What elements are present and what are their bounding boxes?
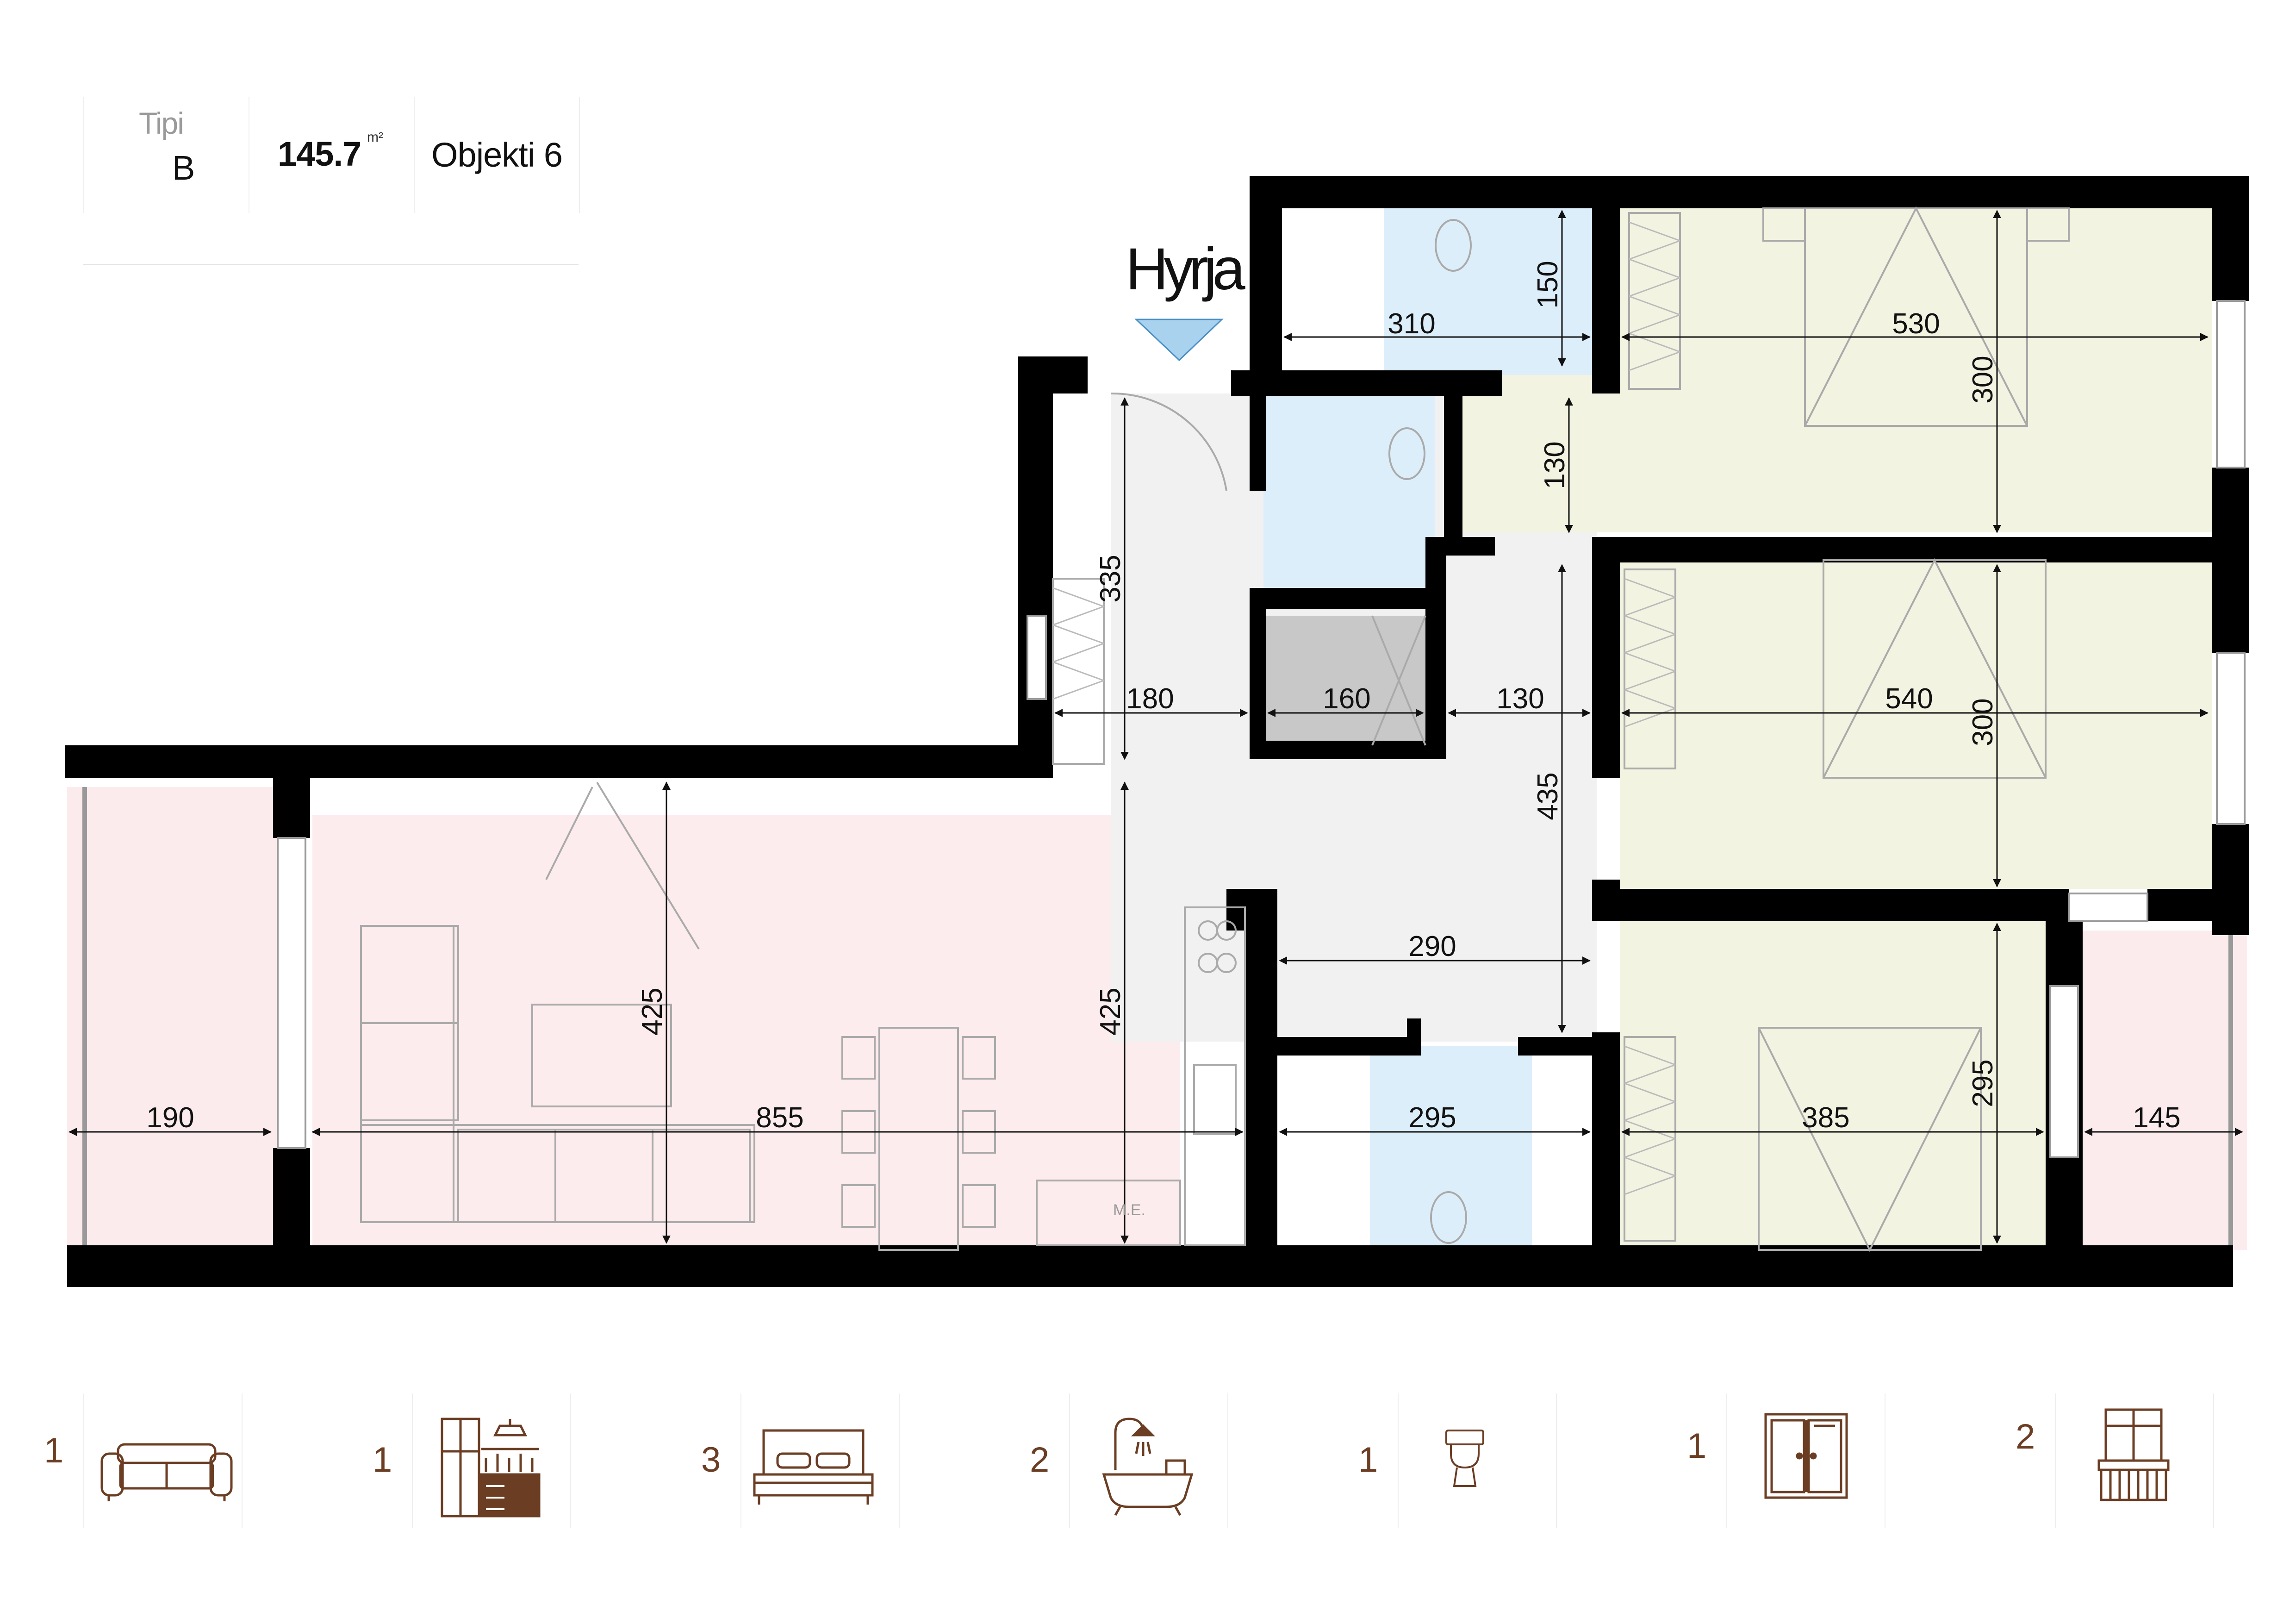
bathtub-icon [1102, 1418, 1194, 1516]
legend-cell-4 [1069, 1393, 1228, 1528]
balcony-right [2080, 931, 2247, 1250]
balcony-icon [2097, 1408, 2170, 1501]
legend-count-toilet: 1 [1358, 1440, 1378, 1480]
dim-150: 150 [1532, 261, 1564, 308]
legend-cell-7 [2055, 1393, 2214, 1528]
bathroom-1-area [1384, 208, 1606, 375]
dim-855: 855 [756, 1102, 803, 1134]
dim-540: 540 [1885, 683, 1933, 715]
type-label: Tipi [139, 106, 184, 140]
bathroom-2-area [1263, 389, 1435, 593]
object-label: Objekti 6 [431, 136, 563, 174]
dim-310: 310 [1388, 308, 1435, 340]
entrance-label: Hyrja [1126, 236, 1245, 302]
dim-435: 435 [1532, 772, 1564, 820]
bathroom-3-area [1370, 1046, 1532, 1250]
dimension-lines [68, 210, 2243, 1244]
windows [277, 300, 2246, 1158]
dim-145: 145 [2133, 1102, 2180, 1134]
toilet-icon [1445, 1430, 1484, 1487]
dim-130-a: 130 [1539, 441, 1571, 489]
wardrobe-hatch [1052, 221, 1680, 1195]
living-room-area [312, 815, 1180, 1250]
legend-cell-5 [1398, 1393, 1557, 1528]
area-value: 145.7 [278, 135, 361, 173]
legend-count-kitchen: 1 [373, 1440, 392, 1480]
dim-300-b: 300 [1967, 698, 1999, 746]
dim-425-a: 425 [636, 987, 668, 1035]
legend-cell-6 [1726, 1393, 1885, 1528]
dim-160: 160 [1323, 683, 1370, 715]
legend-count-sofa: 1 [44, 1431, 64, 1470]
legend-count-wardrobe: 1 [1687, 1426, 1707, 1466]
legend-cell-2 [412, 1393, 571, 1528]
dim-335: 335 [1095, 555, 1126, 602]
kitchen-icon [441, 1418, 541, 1518]
legend-cell-3 [740, 1393, 900, 1528]
dim-425-b: 425 [1095, 987, 1126, 1035]
dim-130-b: 130 [1496, 683, 1544, 715]
header-divider [83, 264, 579, 265]
meter-label: M.E. [1113, 1201, 1145, 1219]
dim-530: 530 [1892, 308, 1940, 340]
laundry-area [1273, 208, 1384, 375]
header-cell-object [414, 97, 580, 213]
furniture [360, 206, 2070, 1252]
entrance-arrow [1134, 319, 1224, 362]
legend-count-balcony: 2 [2016, 1417, 2035, 1456]
area-unit: m² [367, 130, 383, 145]
wardrobe-icon [1764, 1413, 1848, 1499]
type-value: B [172, 149, 195, 187]
bed-icon [753, 1429, 874, 1505]
legend-count-bed: 3 [701, 1440, 721, 1480]
legend-cell-1 [83, 1393, 243, 1528]
balcony-left [67, 787, 278, 1250]
bedroom-2-area [1620, 556, 2212, 889]
dim-300-a: 300 [1967, 356, 1999, 403]
dim-295-b: 295 [1967, 1059, 1999, 1107]
legend-count-bathtub: 2 [1030, 1440, 1050, 1480]
dim-290: 290 [1408, 931, 1456, 962]
bedroom-3-area [1620, 917, 2046, 1250]
dim-295-a: 295 [1408, 1102, 1456, 1134]
dim-190: 190 [146, 1102, 194, 1134]
walls [65, 176, 2249, 1287]
dim-180: 180 [1126, 683, 1174, 715]
dim-385: 385 [1802, 1102, 1849, 1134]
sofa-icon [100, 1443, 233, 1501]
